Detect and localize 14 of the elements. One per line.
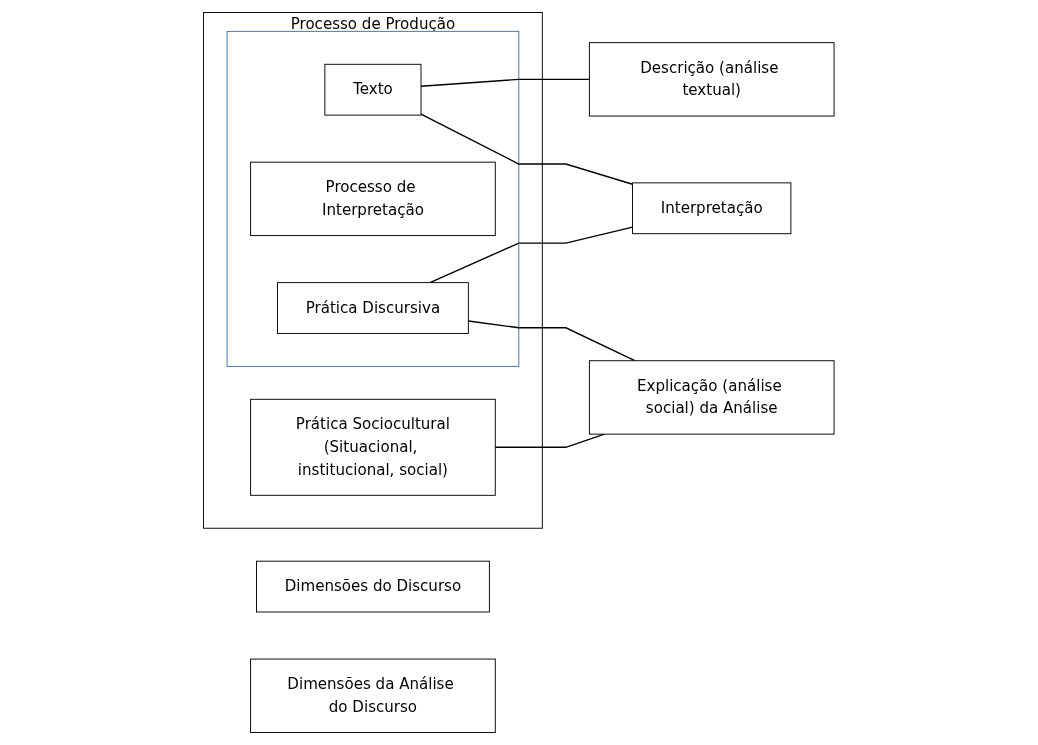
node-box: Dimensões do Discurso [256,560,491,613]
node-box: Prática Discursiva [277,282,470,334]
node-box: Dimensões da Análise do Discurso [250,658,496,733]
node-box: Texto [324,63,422,116]
node-box: Interpretação [632,182,792,235]
node-box: Prática Sociocultural (Situacional, institucional, social) [250,398,496,496]
connector [429,226,634,284]
cluster [226,30,520,367]
node-box: Descrição (análise textual) [589,42,835,117]
node-box: Processo de Interpretação [250,161,496,237]
connector [420,78,591,87]
connector [467,320,636,362]
node-box: Explicação (análise social) da Análise [589,360,835,435]
connector [420,113,634,185]
